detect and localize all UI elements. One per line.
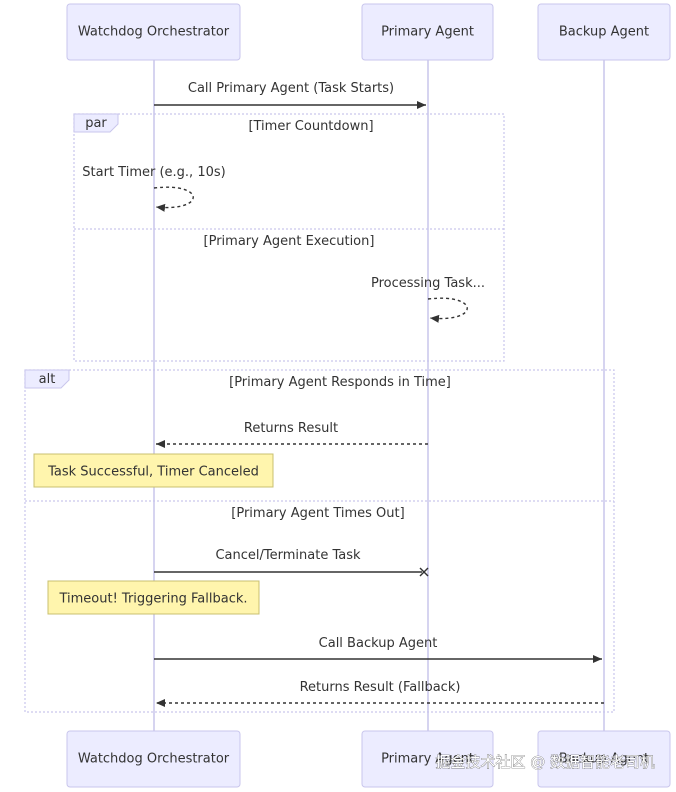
actor-primary-bottom-label: Primary Agent: [381, 752, 474, 767]
actor-backup-bottom-label: Backup Agent: [559, 752, 649, 767]
actor-watchdog-bottom[interactable]: Watchdog Orchestrator: [66, 730, 241, 788]
note-success: Task Successful, Timer Canceled: [33, 453, 274, 488]
message-returns-fallback-label: Returns Result (Fallback): [300, 680, 461, 695]
note-success-label: Task Successful, Timer Canceled: [47, 465, 259, 480]
par-frame-tag: [73, 113, 119, 133]
par-section-execution-label: [Primary Agent Execution]: [204, 234, 375, 249]
actor-backup-top-label: Backup Agent: [559, 25, 649, 40]
message-start-timer-arrow: [153, 186, 194, 212]
message-processing-arrow: [427, 297, 468, 323]
message-call-backup-label: Call Backup Agent: [319, 636, 438, 651]
message-returns-result-label: Returns Result: [244, 421, 338, 436]
note-timeout-label: Timeout! Triggering Fallback.: [58, 592, 247, 607]
alt-frame: alt [Primary Agent Responds in Time] [Pr…: [24, 369, 615, 713]
actor-watchdog-bottom-label: Watchdog Orchestrator: [78, 752, 230, 767]
actor-primary-bottom[interactable]: Primary Agent: [361, 730, 494, 788]
alt-section-timeout-label: [Primary Agent Times Out]: [231, 506, 404, 521]
par-frame-tag-label: par: [85, 116, 107, 131]
cancel-cross-icon: [419, 567, 429, 577]
actor-primary-top-label: Primary Agent: [381, 25, 474, 40]
actor-backup-bottom[interactable]: Backup Agent: [537, 730, 671, 788]
message-call-primary-label: Call Primary Agent (Task Starts): [188, 81, 394, 96]
watermark-text: 掘金技术社区 @ 数据智能老司机: [435, 753, 655, 771]
note-timeout: Timeout! Triggering Fallback.: [47, 580, 260, 615]
actor-watchdog-top-label: Watchdog Orchestrator: [78, 25, 230, 40]
message-start-timer-label: Start Timer (e.g., 10s): [82, 165, 225, 180]
actor-backup-top[interactable]: Backup Agent: [537, 3, 671, 61]
alt-section-in-time-label: [Primary Agent Responds in Time]: [229, 375, 451, 390]
alt-frame-tag: [24, 369, 70, 389]
actor-watchdog-top[interactable]: Watchdog Orchestrator: [66, 3, 241, 61]
par-frame: par [Timer Countdown] [Primary Agent Exe…: [73, 113, 505, 362]
alt-frame-tag-label: alt: [39, 372, 56, 387]
message-processing-label: Processing Task...: [371, 276, 485, 291]
message-cancel-task-label: Cancel/Terminate Task: [215, 548, 361, 563]
par-section-timer-label: [Timer Countdown]: [248, 119, 373, 134]
actor-primary-top[interactable]: Primary Agent: [361, 3, 494, 61]
